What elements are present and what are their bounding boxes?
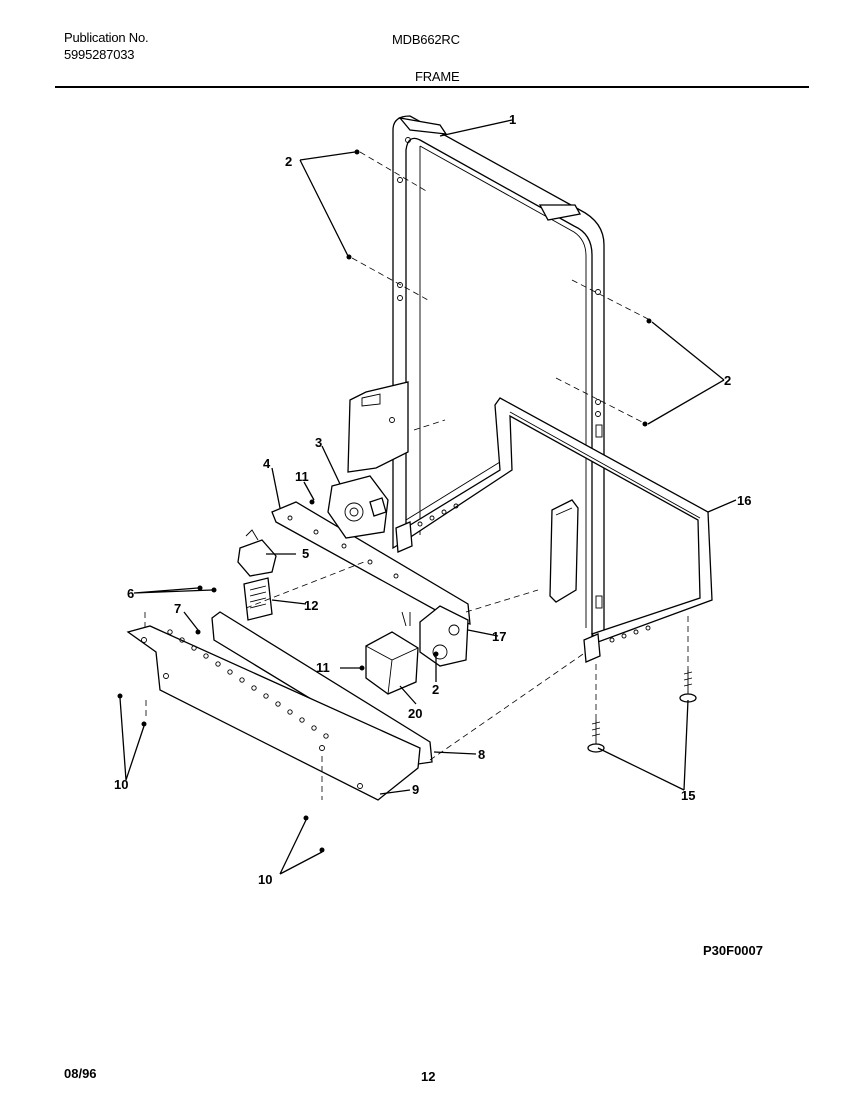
door-frame-part — [392, 115, 605, 640]
callout-4: 4 — [263, 456, 271, 471]
callout-12: 12 — [304, 598, 318, 613]
right-mounting-bracket — [549, 499, 579, 603]
callout-2-right: 2 — [724, 373, 731, 388]
leveling-legs — [587, 670, 697, 753]
callout-1: 1 — [509, 112, 516, 127]
model-number: MDB662RC — [392, 32, 460, 47]
callout-2-lower: 2 — [432, 682, 439, 697]
header-rule — [55, 86, 809, 88]
left-mounting-bracket — [347, 381, 409, 473]
publication-number: 5995287033 — [64, 47, 135, 62]
callout-2-top-left: 2 — [285, 154, 292, 169]
publication-label: Publication No. — [64, 30, 149, 45]
kickplate-holes — [141, 629, 363, 789]
page-number: 12 — [421, 1069, 435, 1084]
callout-leader-lines — [119, 119, 737, 875]
base-frame-part — [395, 397, 713, 663]
callout-20: 20 — [408, 706, 422, 721]
callout-3: 3 — [315, 435, 322, 450]
switch-part-12 — [243, 577, 273, 621]
figure-code: P30F0007 — [703, 943, 763, 958]
callout-17: 17 — [492, 629, 506, 644]
callout-10-bottom: 10 — [258, 872, 272, 887]
section-title: FRAME — [415, 69, 460, 84]
footer-date: 08/96 — [64, 1066, 97, 1081]
callout-16: 16 — [737, 493, 751, 508]
callout-11-lower: 11 — [316, 660, 330, 675]
callout-7: 7 — [174, 601, 181, 616]
callout-6: 6 — [127, 586, 134, 601]
callout-8: 8 — [478, 747, 485, 762]
component-20 — [365, 611, 419, 695]
callout-9: 9 — [412, 782, 419, 797]
switch-bracket-part — [271, 501, 471, 625]
bracket-17 — [419, 605, 469, 667]
callout-labels: 1 2 2 3 4 11 5 6 7 12 17 11 2 20 16 8 9 … — [114, 112, 751, 887]
callout-10-left: 10 — [114, 777, 128, 792]
switch-part-5 — [237, 529, 277, 577]
callout-15: 15 — [681, 788, 695, 803]
callout-11-upper: 11 — [295, 469, 309, 484]
kickplate-part-8 — [211, 611, 433, 765]
float-switch-assembly — [327, 475, 389, 539]
kickplate-part-9 — [126, 625, 421, 801]
callout-5: 5 — [302, 546, 309, 561]
